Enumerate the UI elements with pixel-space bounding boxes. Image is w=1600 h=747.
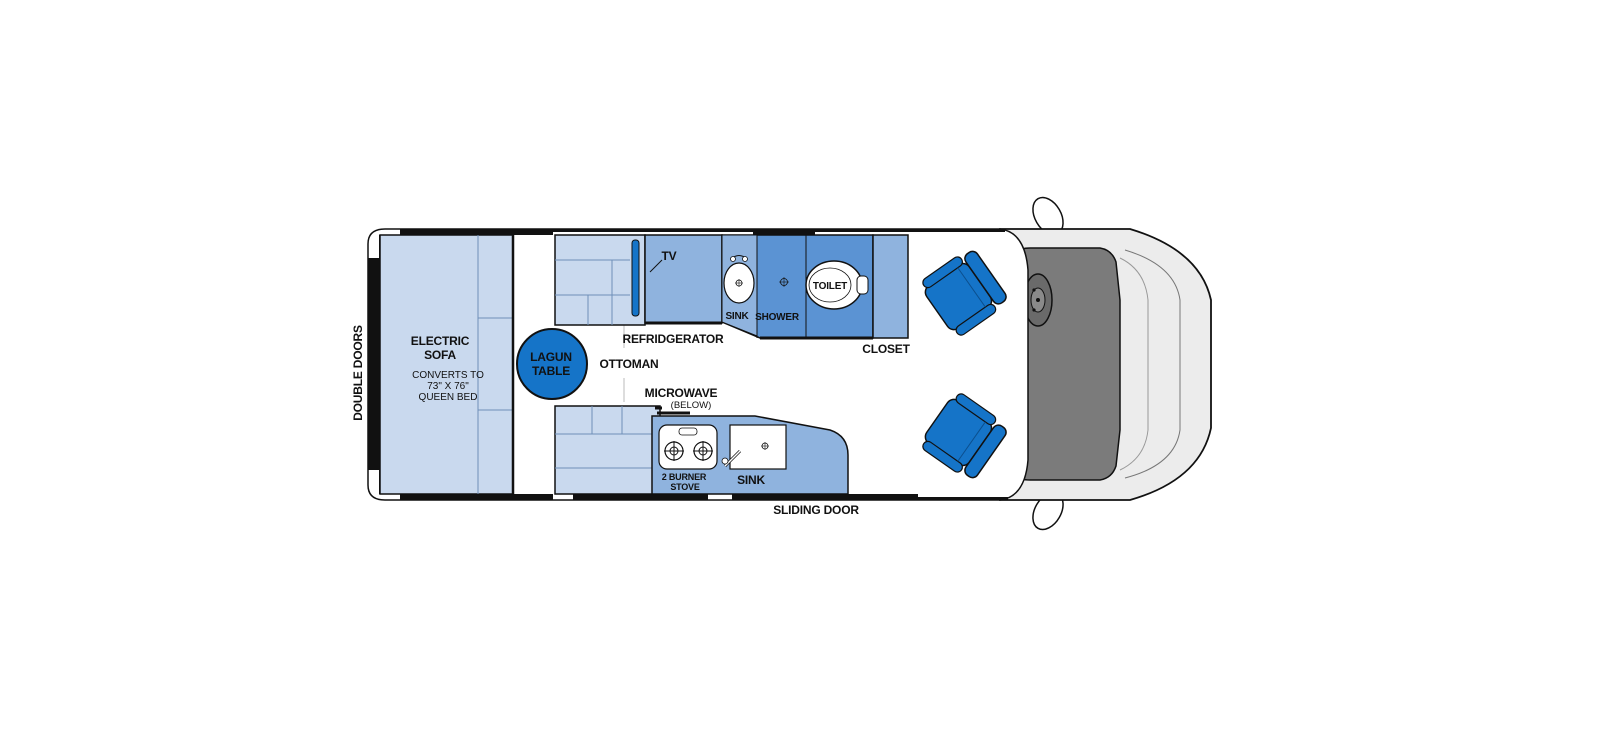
bottom-wall	[400, 494, 553, 500]
bottom-wall	[573, 494, 708, 500]
tv-icon	[631, 239, 640, 317]
electric-sofa	[379, 234, 515, 495]
galley-sink-icon	[721, 424, 787, 470]
closet	[872, 234, 909, 339]
top-wall	[815, 229, 1005, 232]
stove-label-line-1: 2 BURNER	[662, 472, 707, 482]
lagun-table	[516, 328, 588, 400]
refrigerator-label: REFRIDGERATOR	[623, 332, 724, 346]
sofa-note-line-2: 73" X 76"	[427, 381, 469, 392]
galley-sink-label: SINK	[737, 473, 765, 487]
bathroom	[721, 234, 874, 340]
top-wall	[400, 229, 553, 235]
table-label-line-2: TABLE	[532, 364, 570, 378]
microwave-note: (BELOW)	[671, 400, 712, 411]
cab	[999, 196, 1212, 531]
tv-label: TV	[662, 249, 677, 263]
ottoman-bench	[554, 405, 662, 495]
driver-seat	[922, 250, 1007, 336]
rear-double-doors	[368, 258, 380, 470]
bath-sink-label: SINK	[725, 311, 749, 322]
stove-label-line-2: STOVE	[670, 482, 700, 492]
shower-drain-icon	[779, 277, 789, 287]
closet-label: CLOSET	[862, 342, 910, 356]
sofa-title-line-1: ELECTRIC	[411, 334, 470, 348]
ottoman-label: OTTOMAN	[599, 357, 658, 371]
sofa-note-line-1: CONVERTS TO	[412, 370, 484, 381]
table-label-line-1: LAGUN	[530, 350, 572, 364]
passenger-seat	[922, 393, 1007, 479]
sofa-note-line-3: QUEEN BED	[419, 392, 478, 403]
microwave-label: MICROWAVE	[645, 386, 718, 400]
toilet-label: TOILET	[813, 281, 847, 292]
top-wall	[753, 229, 815, 235]
refrigerator-cabinet	[554, 234, 646, 326]
double-doors-label: DOUBLE DOORS	[351, 325, 365, 421]
hood-lines	[1124, 249, 1181, 479]
stove-icon	[658, 424, 718, 470]
toilet-icon	[805, 260, 869, 310]
bottom-wall	[918, 497, 1008, 500]
bottom-wall	[732, 494, 918, 500]
top-wall	[553, 229, 753, 232]
steering-wheel-icon	[1023, 273, 1053, 327]
refrigerator	[644, 234, 723, 325]
sofa-title-line-2: SOFA	[424, 348, 456, 362]
sliding-door-label: SLIDING DOOR	[773, 503, 859, 517]
shower-label: SHOWER	[755, 312, 800, 323]
hood-lines-inner	[1119, 257, 1149, 471]
galley	[651, 411, 849, 495]
